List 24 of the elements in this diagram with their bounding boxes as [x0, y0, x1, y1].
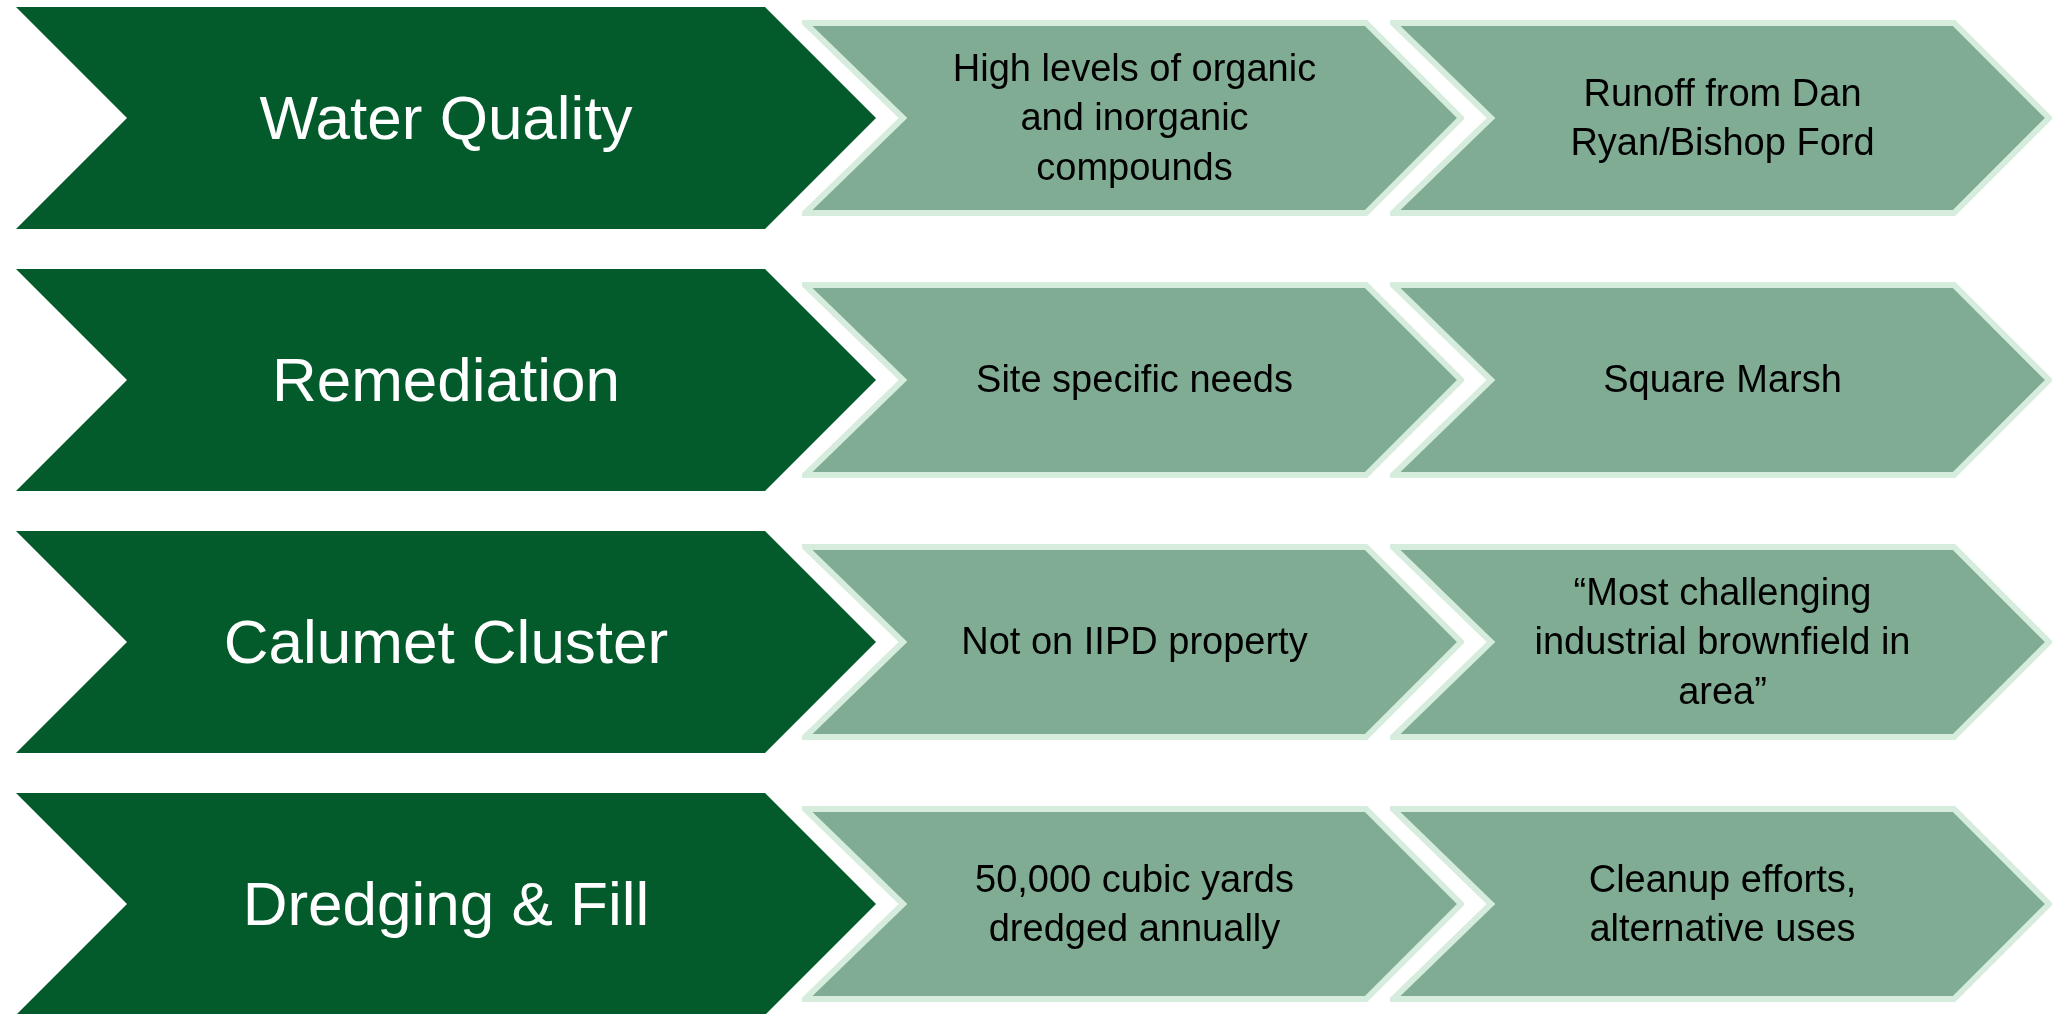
detail-text: High levels of organic and inorganic compounds [951, 45, 1318, 190]
detail-text: 50,000 cubic yards dredged annually [974, 856, 1295, 951]
detail-text: Site specific needs [976, 357, 1293, 403]
detail-step-shape [802, 544, 1464, 740]
category-step-shape [16, 531, 876, 753]
detail-step-shape [1390, 20, 2052, 216]
category-label: Water Quality [259, 81, 633, 154]
detail-step-shape [1390, 282, 2052, 478]
detail-text: Not on IIPD property [961, 619, 1308, 665]
detail-text: Square Marsh [1603, 357, 1842, 403]
category-label: Calumet Cluster [223, 605, 669, 678]
detail-text: Cleanup efforts, alternative uses [1587, 856, 1858, 951]
detail-step-shape [1390, 544, 2052, 740]
category-step-shape [16, 7, 876, 229]
category-label: Remediation [271, 343, 621, 416]
detail-step-shape [1390, 806, 2052, 1002]
detail-step-shape [802, 20, 1464, 216]
detail-text: Runoff from Dan Ryan/Bishop Ford [1569, 70, 1876, 165]
category-step-shape [16, 793, 876, 1014]
detail-step-shape [802, 282, 1464, 478]
category-step-shape [16, 269, 876, 491]
detail-step-shape [802, 806, 1464, 1002]
detail-text: “Most challenging industrial brownfield in area” [1533, 569, 1912, 714]
category-label: Dredging & Fill [242, 867, 650, 940]
